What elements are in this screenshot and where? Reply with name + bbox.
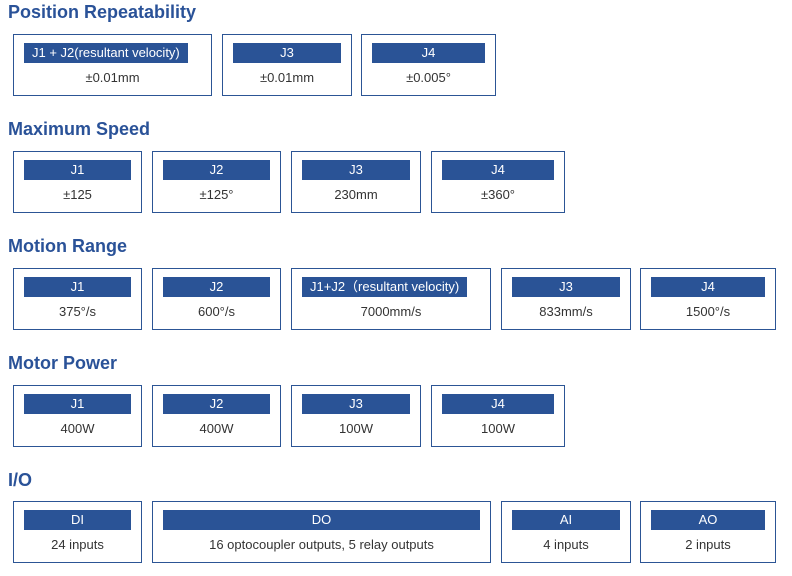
spec-card-mr-j4: J4 1500°/s (640, 268, 776, 330)
spec-card-label: J3 (233, 43, 341, 63)
spec-card-io-di: DI 24 inputs (13, 501, 142, 563)
spec-card-label: J3 (302, 394, 410, 414)
spec-card-value: 375°/s (58, 304, 96, 319)
spec-card-label: J2 (163, 277, 270, 297)
spec-card-value: 833mm/s (539, 304, 593, 319)
spec-card-label: J1 (24, 160, 131, 180)
spec-card-mr-j1j2: J1+J2（resultant velocity) 7000mm/s (291, 268, 491, 330)
spec-card-value: 600°/s (197, 304, 235, 319)
spec-card-io-ao: AO 2 inputs (640, 501, 776, 563)
spec-card-ms-j4: J4 ±360° (431, 151, 565, 213)
spec-card-mp-j3: J3 100W (291, 385, 421, 447)
spec-card-value: 7000mm/s (360, 304, 422, 319)
spec-card-label: J2 (163, 160, 270, 180)
spec-card-value: ±125 (63, 187, 92, 202)
spec-card-value: ±125° (199, 187, 234, 202)
spec-card-label: J3 (302, 160, 410, 180)
spec-card-value: 100W (339, 421, 373, 436)
spec-card-pr-j4: J4 ±0.005° (361, 34, 496, 96)
spec-card-label: J2 (163, 394, 270, 414)
section-title-maximum-speed: Maximum Speed (8, 119, 151, 139)
spec-card-label: AO (651, 510, 765, 530)
spec-card-label: DI (24, 510, 131, 530)
spec-card-value: ±0.01mm (85, 70, 140, 85)
spec-card-pr-j1j2: J1 + J2(resultant velocity) ±0.01mm (13, 34, 212, 96)
section-title-position-repeatability: Position Repeatability (8, 2, 197, 22)
spec-card-mr-j2: J2 600°/s (152, 268, 281, 330)
section-title-io: I/O (8, 470, 33, 490)
spec-card-io-ai: AI 4 inputs (501, 501, 631, 563)
spec-card-value: 2 inputs (685, 537, 731, 552)
spec-card-label: J1 (24, 394, 131, 414)
spec-card-value: 400W (60, 421, 95, 436)
spec-card-label: J4 (372, 43, 485, 63)
spec-card-label: J4 (651, 277, 765, 297)
spec-card-mr-j3: J3 833mm/s (501, 268, 631, 330)
spec-card-value: 16 optocoupler outputs, 5 relay outputs (209, 537, 434, 552)
spec-card-value: 1500°/s (685, 304, 731, 319)
spec-card-value: 400W (199, 421, 234, 436)
spec-card-ms-j2: J2 ±125° (152, 151, 281, 213)
spec-card-ms-j3: J3 230mm (291, 151, 421, 213)
spec-card-ms-j1: J1 ±125 (13, 151, 142, 213)
spec-card-value: 100W (481, 421, 515, 436)
spec-card-value: ±360° (480, 187, 516, 202)
spec-card-label: J4 (442, 160, 554, 180)
spec-card-label: J4 (442, 394, 554, 414)
spec-card-label: AI (512, 510, 620, 530)
spec-card-label: J3 (512, 277, 620, 297)
spec-card-io-do: DO 16 optocoupler outputs, 5 relay outpu… (152, 501, 491, 563)
spec-card-value: 4 inputs (543, 537, 589, 552)
spec-card-label: J1 (24, 277, 131, 297)
spec-card-label: DO (163, 510, 480, 530)
spec-card-value: 230mm (334, 187, 378, 202)
spec-card-value: ±0.005° (406, 70, 451, 85)
spec-card-pr-j3: J3 ±0.01mm (222, 34, 352, 96)
spec-card-mp-j4: J4 100W (431, 385, 565, 447)
spec-card-mp-j2: J2 400W (152, 385, 281, 447)
spec-card-mr-j1: J1 375°/s (13, 268, 142, 330)
spec-card-value: ±0.01mm (259, 70, 315, 85)
spec-card-label: J1+J2（resultant velocity) (302, 277, 468, 297)
spec-card-mp-j1: J1 400W (13, 385, 142, 447)
spec-card-label: J1 + J2(resultant velocity) (24, 43, 188, 63)
spec-card-value: 24 inputs (51, 537, 104, 552)
section-title-motion-range: Motion Range (8, 236, 127, 256)
section-title-motor-power: Motor Power (8, 353, 118, 373)
